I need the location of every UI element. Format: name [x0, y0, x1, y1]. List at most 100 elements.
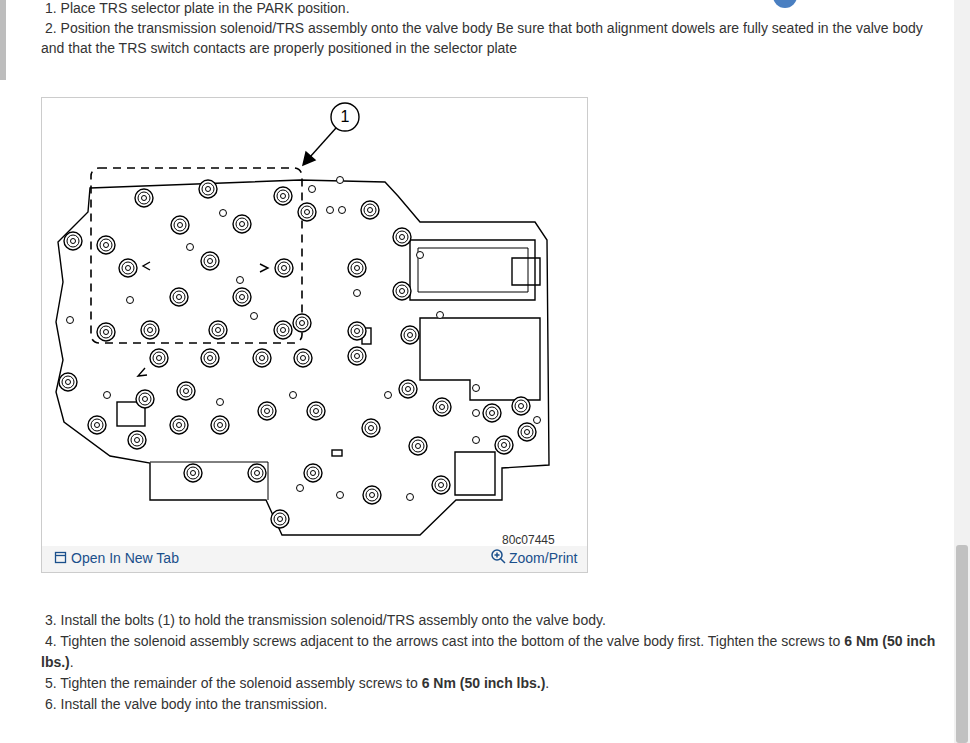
step-text: 4. Tighten the solenoid assembly screws … — [45, 633, 840, 649]
bolt-head — [400, 289, 405, 294]
bolt-head — [66, 380, 71, 385]
step-text: 5. Tighten the remainder of the solenoid… — [45, 673, 950, 694]
bolt-head — [148, 328, 153, 333]
bolt-head — [416, 444, 421, 449]
bolt-head — [370, 493, 375, 498]
valve-body-illustration — [56, 103, 549, 535]
bolt-head — [440, 405, 445, 410]
bolt-head — [361, 201, 379, 219]
bolt-head — [433, 398, 451, 416]
bolt-head — [400, 235, 405, 240]
bolt-head — [256, 352, 268, 364]
valve-hole — [473, 385, 480, 392]
bolt-head — [365, 422, 377, 434]
bolt-head — [274, 321, 292, 339]
valve-hole — [217, 399, 224, 406]
punctuation: . — [70, 654, 74, 670]
bolt-head — [439, 483, 444, 488]
valve-hole — [237, 277, 244, 284]
bolt-head — [435, 479, 447, 491]
bolt-head — [119, 259, 137, 277]
bolt-head — [173, 419, 185, 431]
bolt-head — [187, 467, 199, 479]
valve-hole — [67, 317, 74, 324]
valve-channel — [410, 240, 535, 300]
bolt-head — [100, 239, 112, 251]
bolt-head — [177, 382, 195, 400]
bolt-head — [100, 326, 112, 338]
bolt-head — [170, 288, 188, 306]
bolt-head — [248, 464, 266, 482]
bolt-head — [281, 328, 286, 333]
bolt-head — [71, 239, 76, 244]
bolt-head — [170, 416, 188, 434]
bolt-head — [351, 262, 363, 274]
valve-hole — [187, 244, 194, 251]
bolt-head — [393, 228, 411, 246]
bolt-head — [212, 324, 224, 336]
punctuation: . — [545, 675, 549, 691]
bolt-head — [67, 235, 79, 247]
valve-hole — [251, 313, 258, 320]
cast-arrow — [138, 368, 147, 376]
valve-channel — [512, 258, 540, 285]
valve-hole — [127, 297, 134, 304]
bolt-head — [233, 288, 251, 306]
bolt-head — [274, 187, 292, 205]
bolt-head — [218, 423, 223, 428]
bolt-head — [278, 262, 290, 274]
bolt-head — [88, 416, 106, 434]
bolt-head — [236, 291, 248, 303]
bolt-head — [498, 439, 510, 451]
valve-hole — [104, 392, 111, 399]
bolt-head — [519, 404, 524, 409]
bolt-head — [131, 434, 143, 446]
bolt-head — [122, 262, 134, 274]
bolt-head — [240, 295, 245, 300]
bolt-head — [301, 206, 313, 218]
bolt-head — [483, 404, 501, 422]
bolt-head — [355, 354, 360, 359]
figure-frame — [42, 98, 588, 573]
bolt-head — [253, 349, 271, 367]
bolt-head — [191, 471, 196, 476]
bolt-head — [143, 397, 148, 402]
step-text: 4. Tighten the solenoid assembly screws … — [41, 631, 946, 673]
step-text: 3. Install the bolts (1) to hold the tra… — [45, 610, 945, 631]
valve-hole — [407, 494, 414, 501]
bolt-head — [307, 467, 319, 479]
torque-value: 6 Nm (50 inch lbs.) — [422, 675, 546, 691]
bolt-head — [97, 323, 115, 341]
bolt-head — [141, 321, 159, 339]
bolt-head — [393, 282, 411, 300]
bolt-head — [208, 356, 213, 361]
valve-hole — [220, 210, 227, 217]
bolt-head — [277, 324, 289, 336]
bolt-head — [211, 416, 229, 434]
callout-number: 1 — [334, 106, 356, 128]
open-tab-icon — [56, 553, 66, 563]
valve-port — [332, 450, 342, 456]
bolt-head — [432, 476, 450, 494]
link-text: Zoom/Print — [509, 549, 585, 567]
bolt-head — [396, 285, 408, 297]
bolt-head — [486, 407, 498, 419]
bolt-head — [525, 430, 530, 435]
bolt-head — [173, 291, 185, 303]
bolt-head — [521, 426, 533, 438]
bolt-head — [126, 266, 131, 271]
bolt-head — [180, 385, 192, 397]
cast-arrow — [143, 262, 150, 270]
bolt-head — [307, 402, 325, 420]
bolt-head — [97, 236, 115, 254]
bolt-head — [348, 347, 366, 365]
valve-channel — [150, 462, 268, 500]
zoom-icon — [492, 550, 505, 563]
toolbar-icon — [773, 0, 797, 8]
bolt-head — [314, 409, 319, 414]
bolt-head — [260, 356, 265, 361]
bolt-head — [351, 325, 363, 337]
bolt-head — [297, 352, 309, 364]
bolt-head — [202, 183, 214, 195]
